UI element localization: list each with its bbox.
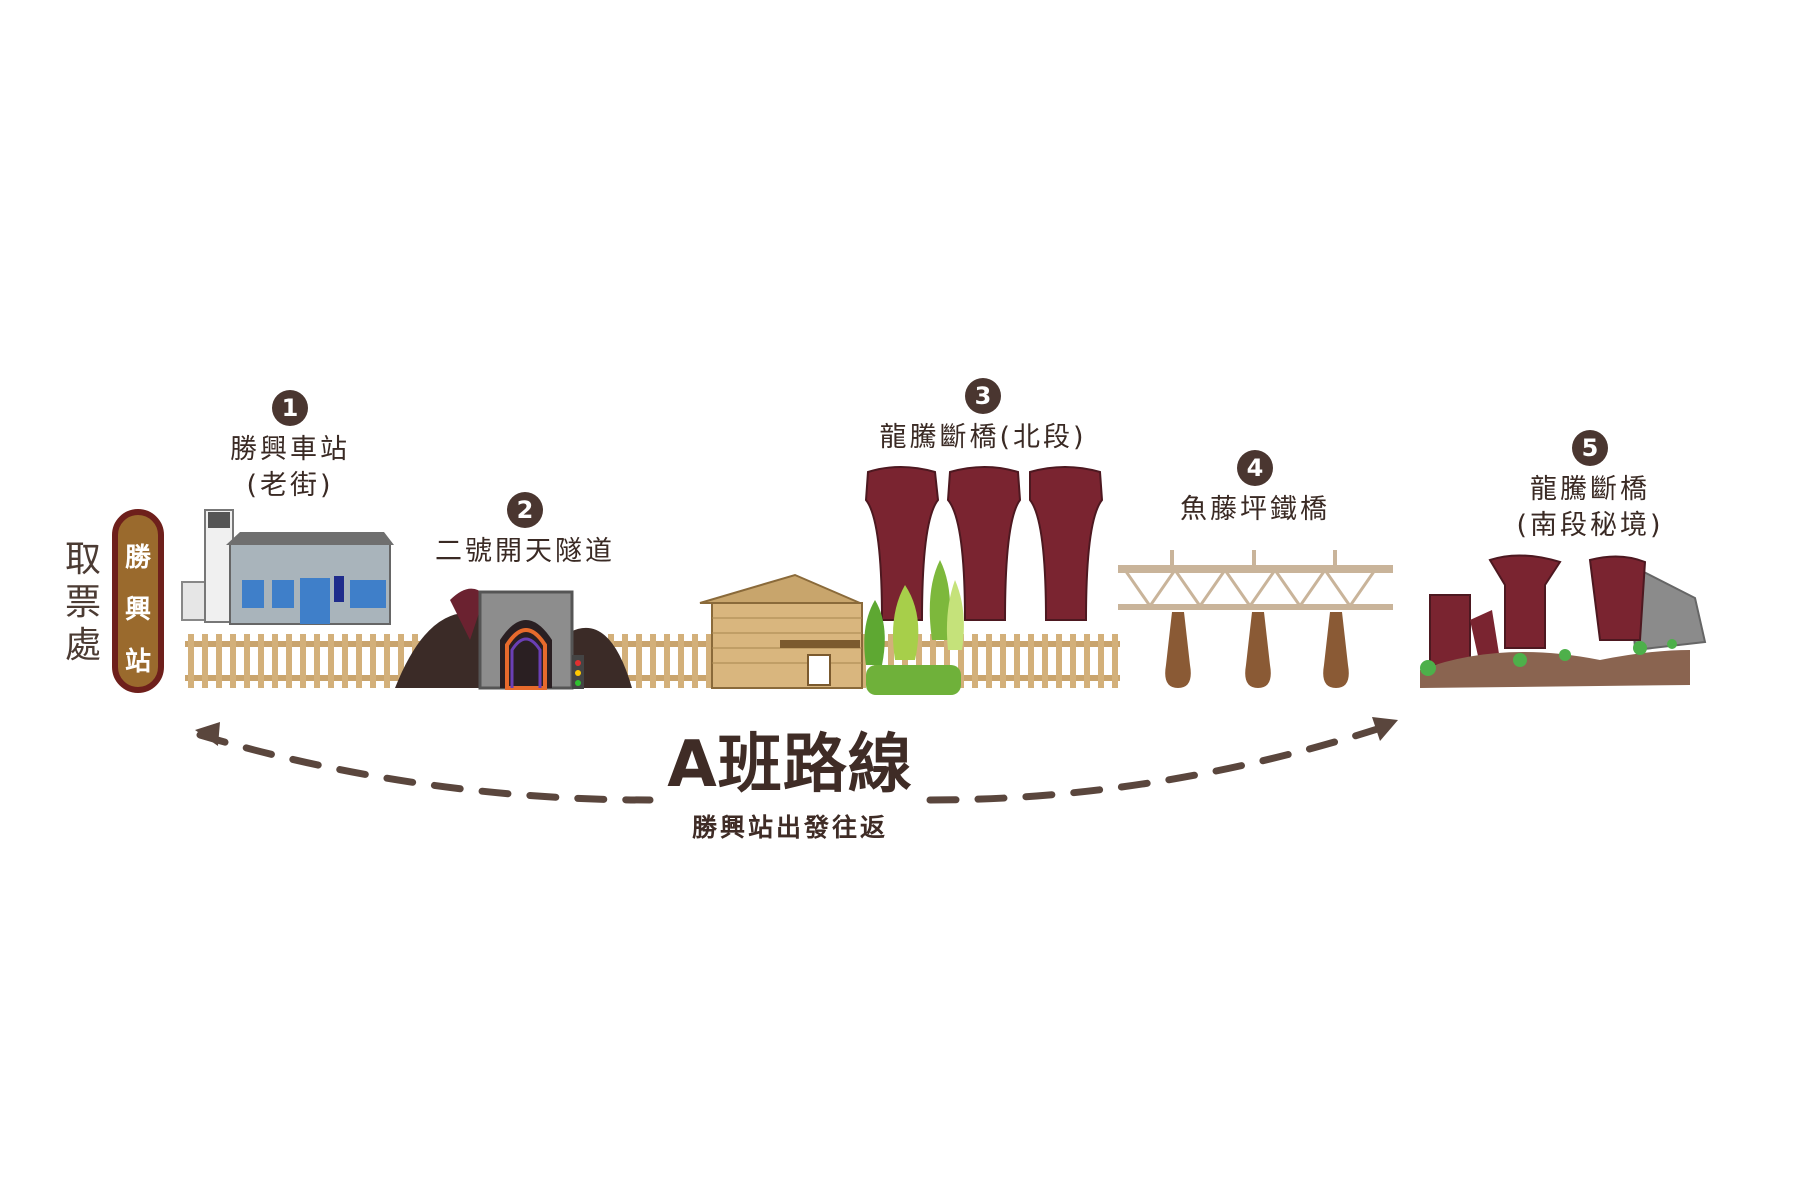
stop-3-number-badge: 3 (965, 378, 1001, 414)
railway-tie (636, 634, 642, 688)
railway-tie (944, 634, 950, 688)
wooden-house-illustration (699, 573, 863, 689)
badge-char-2: 興 (124, 595, 151, 625)
railway-tie (398, 634, 404, 688)
railway-tie (1028, 634, 1034, 688)
route-title: A班路線 (667, 728, 913, 802)
railway-tie (902, 634, 908, 688)
railway-tie (244, 634, 250, 688)
railway-tie (384, 634, 390, 688)
railway-tie (1042, 634, 1048, 688)
railway-tie (216, 634, 222, 688)
railway-tie (958, 634, 964, 688)
railway-tie (692, 634, 698, 688)
badge-char-3: 站 (124, 647, 151, 677)
railway-tie (286, 634, 292, 688)
stop-5-number-badge: 5 (1572, 430, 1608, 466)
stop-1-subname: (老街) (246, 470, 334, 501)
stop-4-name: 魚藤坪鐵橋 (1180, 494, 1330, 525)
trees-illustration (864, 560, 964, 695)
ticket-char-1: 取 (64, 539, 101, 580)
stop-4-number-badge: 4 (1237, 450, 1273, 486)
railway-tie (342, 634, 348, 688)
railway-tie (972, 634, 978, 688)
railway-tie (888, 634, 894, 688)
railway-tie (314, 634, 320, 688)
arrow-right-icon (1372, 717, 1398, 741)
railway-tie (1000, 634, 1006, 688)
railway-tie (258, 634, 264, 688)
stop-1-name: 勝興車站 (230, 434, 350, 465)
stop-5-label: 5 龍騰斷橋 (南段秘境) (1490, 430, 1690, 544)
railway-tie (986, 634, 992, 688)
stop-2-label: 2 二號開天隧道 (430, 492, 620, 570)
stop-2-number-badge: 2 (507, 492, 543, 528)
railway-tie (1084, 634, 1090, 688)
ticket-char-2: 票 (64, 582, 101, 623)
stop-1-label: 1 勝興車站 (老街) (200, 390, 380, 504)
railway-tie (622, 634, 628, 688)
ticket-office-label: 取 票 處 (58, 538, 108, 667)
railway-tie (650, 634, 656, 688)
railway-tie (300, 634, 306, 688)
railway-tie (230, 634, 236, 688)
stop-3-name: 龍騰斷橋(北段) (879, 422, 1087, 453)
railway-track (185, 634, 1120, 688)
railway-tie (1070, 634, 1076, 688)
railway-tie (916, 634, 922, 688)
railway-tie (678, 634, 684, 688)
railway-tie (328, 634, 334, 688)
railway-tie (1056, 634, 1062, 688)
railway-tie (664, 634, 670, 688)
railway-tie (706, 634, 712, 688)
stop-5-subname: (南段秘境) (1516, 510, 1664, 541)
stop-2-name: 二號開天隧道 (435, 536, 615, 567)
shengxing-station-badge: 勝 興 站 (112, 509, 164, 693)
railway-tie (272, 634, 278, 688)
railway-tie (356, 634, 362, 688)
longteng-bridge-south-ruins (1420, 554, 1707, 688)
railway-tie (930, 634, 936, 688)
shengxing-station-building (181, 509, 394, 625)
railway-tie (1098, 634, 1104, 688)
route-subtitle: 勝興站出發往返 (691, 813, 888, 842)
stop-5-name: 龍騰斷橋 (1530, 474, 1650, 505)
arrow-left-icon (195, 722, 220, 746)
stop-3-label: 3 龍騰斷橋(北段) (868, 378, 1098, 456)
stop-4-label: 4 魚藤坪鐵橋 (1155, 450, 1355, 528)
stop-1-number-badge: 1 (272, 390, 308, 426)
badge-char-1: 勝 (124, 543, 151, 573)
railway-tie (1014, 634, 1020, 688)
railway-tie (188, 634, 194, 688)
yutengping-iron-bridge (1118, 550, 1393, 688)
longteng-bridge-north-piers (864, 466, 1104, 621)
railway-tie (202, 634, 208, 688)
tunnel-no2-illustration (395, 588, 632, 690)
route-dashed-arrow (195, 717, 1398, 804)
railway-tie (1112, 634, 1118, 688)
railway-tie (370, 634, 376, 688)
ticket-char-3: 處 (64, 625, 101, 666)
